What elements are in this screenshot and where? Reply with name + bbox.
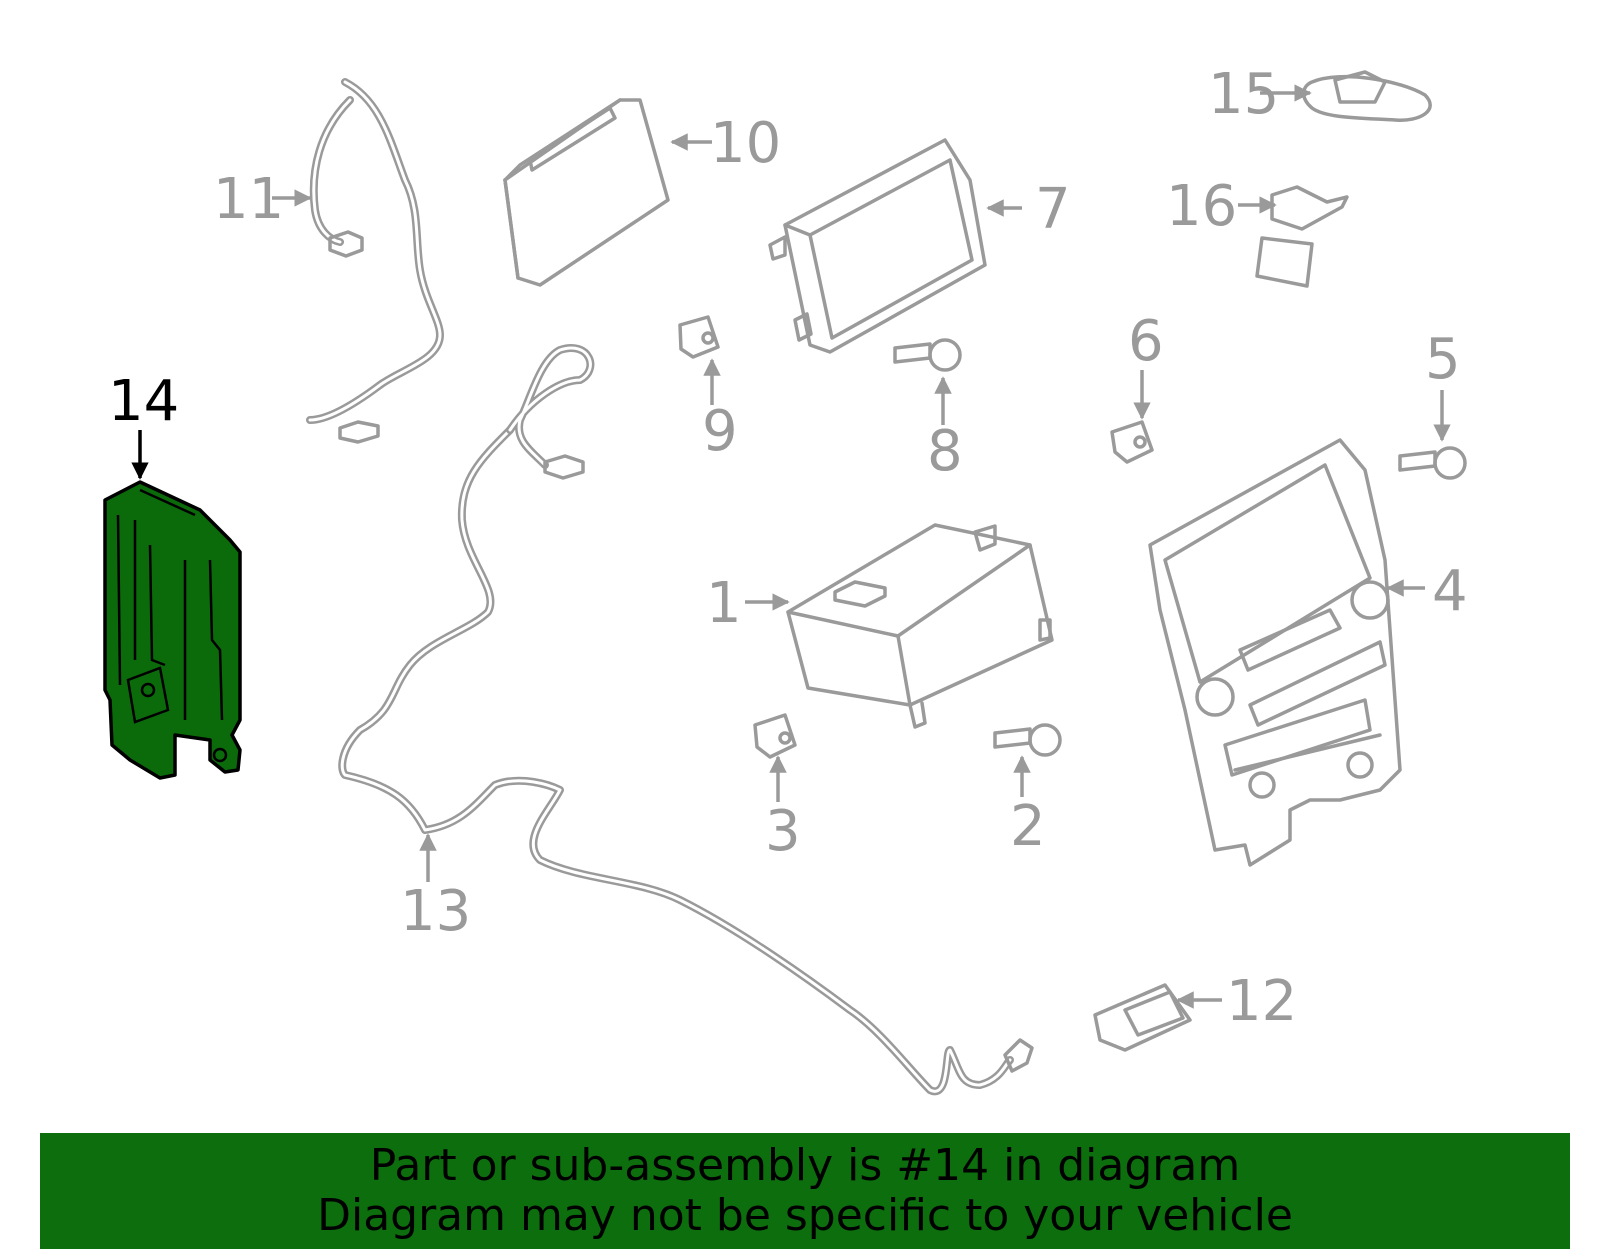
- callout-4: 4: [1432, 559, 1468, 624]
- callout-10: 10: [710, 111, 781, 176]
- callout-12: 12: [1226, 969, 1297, 1034]
- callout-arrows: [131, 84, 1451, 1009]
- callout-3: 3: [765, 799, 801, 864]
- callout-6: 6: [1128, 309, 1164, 374]
- part-6-clip: [1110, 420, 1154, 464]
- part-3-clip: [753, 713, 797, 759]
- callout-9: 9: [702, 399, 738, 464]
- part-9-clip: [678, 315, 720, 359]
- part-10-module: [503, 98, 670, 287]
- part-7-display: [768, 138, 987, 354]
- part-12: [1093, 983, 1192, 1052]
- callout-2: 2: [1010, 794, 1046, 859]
- part-15: [1302, 70, 1432, 122]
- part-13-cable: [338, 344, 1034, 1096]
- callout-7: 7: [1035, 177, 1071, 242]
- part-4-bezel: [1148, 438, 1402, 867]
- banner-line-2: Diagram may not be specific to your vehi…: [317, 1190, 1293, 1241]
- banner-line-1: Part or sub-assembly is #14 in diagram: [369, 1140, 1241, 1191]
- part-2-bolt: [993, 723, 1062, 757]
- info-banner: Part or sub-assembly is #14 in diagram D…: [40, 1133, 1570, 1249]
- callout-5: 5: [1425, 327, 1461, 392]
- part-5-bolt: [1398, 446, 1467, 480]
- callout-15: 15: [1208, 62, 1279, 127]
- callout-14: 14: [108, 369, 179, 434]
- part-8-bolt: [893, 338, 962, 372]
- part-11-wire-harness: [306, 78, 444, 444]
- callout-labels: 10 11 7 15 16 9 8 6 5 1 4 3 2 13 12 14: [108, 62, 1468, 1034]
- callout-8: 8: [927, 419, 963, 484]
- callout-11: 11: [213, 167, 284, 232]
- part-1-radio-unit: [786, 523, 1054, 729]
- callout-1: 1: [706, 571, 742, 636]
- part-16: [1255, 185, 1349, 288]
- callout-13: 13: [400, 879, 471, 944]
- part-14-highlighted-module: [103, 480, 242, 780]
- callout-16: 16: [1166, 174, 1237, 239]
